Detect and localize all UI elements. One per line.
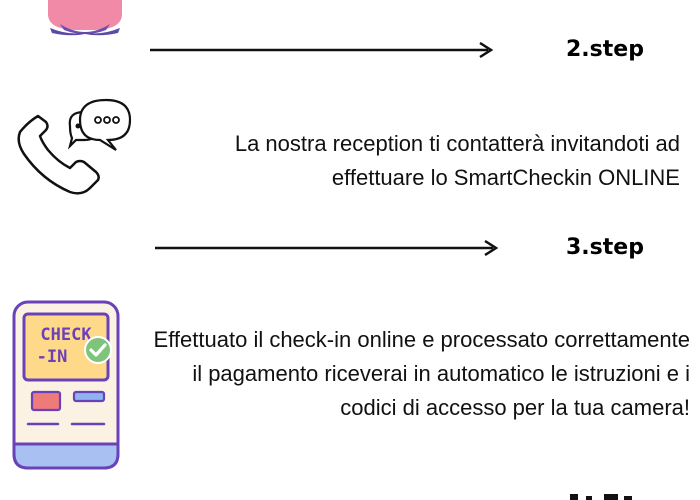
step-3-description: Effettuato il check-in online e processa… — [153, 327, 690, 420]
person-meditating-icon — [40, 0, 130, 36]
kiosk-screen-text-2: -IN — [37, 347, 68, 367]
phone-chat-icon — [14, 98, 134, 198]
kiosk-screen-text-1: CHECK — [40, 325, 92, 345]
step-2-description: La nostra reception ti contatterà invita… — [234, 131, 680, 190]
step-3-label: 3.step — [566, 235, 644, 260]
step-2-label: 2.step — [566, 37, 644, 62]
checkin-kiosk-icon: CHECK -IN — [12, 300, 122, 472]
arrow-right-1 — [150, 42, 496, 58]
arrow-right-2 — [155, 240, 501, 256]
next-step-label-cut — [566, 492, 646, 500]
